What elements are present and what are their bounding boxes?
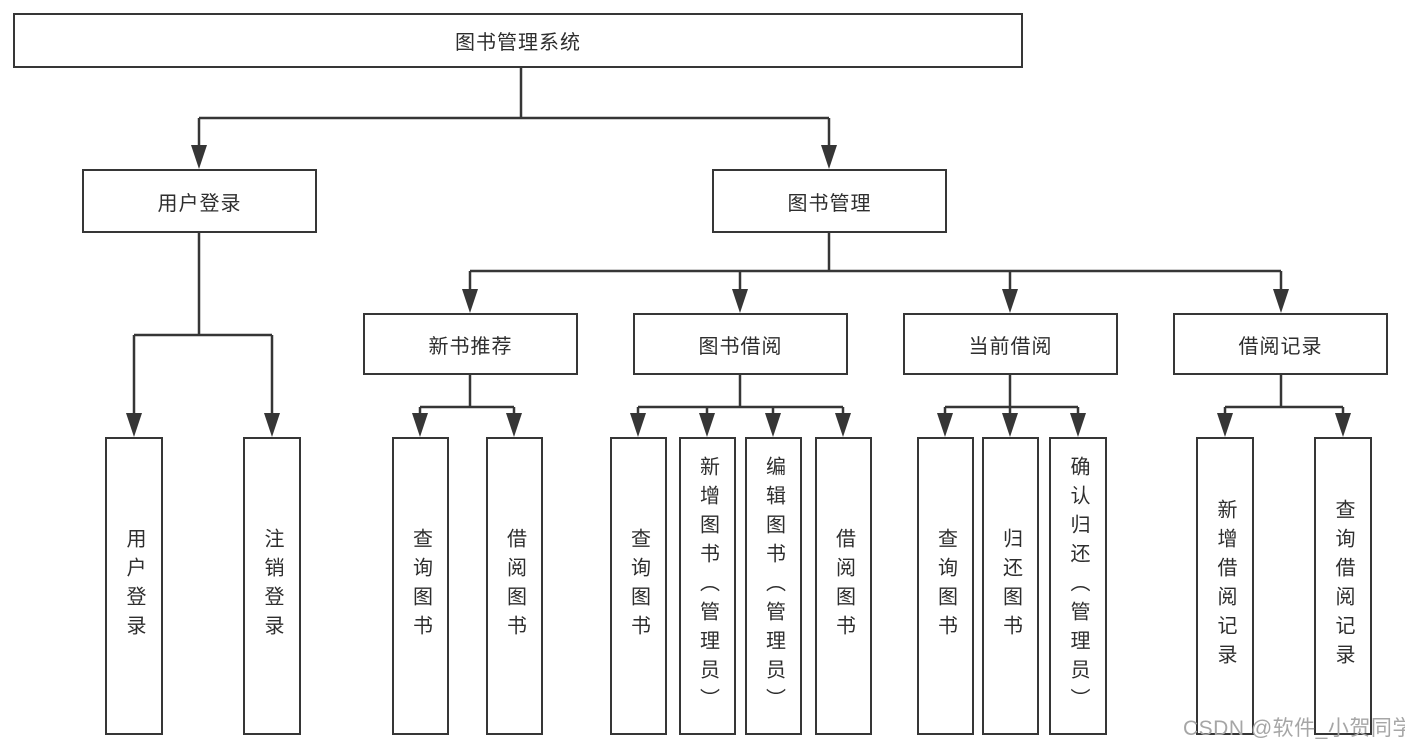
node-user-login: 用户登录	[82, 169, 317, 233]
leaf-logout: 注销登录	[243, 437, 301, 735]
leaf-borrow-books-1: 借阅图书	[486, 437, 543, 735]
leaf-borrow-books-2: 借阅图书	[815, 437, 872, 735]
leaf-query-books-2: 查询图书	[610, 437, 667, 735]
node-current-borrow: 当前借阅	[903, 313, 1118, 375]
leaf-confirm-return-admin: 确认归还（管理员）	[1049, 437, 1107, 735]
leaf-query-borrow-record: 查询借阅记录	[1314, 437, 1372, 735]
leaf-confirm-return-admin-label: 确认归还（管理员）	[1067, 455, 1089, 717]
leaf-query-books-3: 查询图书	[917, 437, 974, 735]
leaf-borrow-books-1-label: 借阅图书	[503, 528, 526, 644]
connector-borrowrecords-to-leaves	[1217, 375, 1351, 437]
leaf-add-borrow-record: 新增借阅记录	[1196, 437, 1254, 735]
leaf-edit-book-admin: 编辑图书（管理员）	[745, 437, 802, 735]
leaf-user-login-label: 用户登录	[123, 528, 145, 644]
leaf-user-login: 用户登录	[105, 437, 163, 735]
connector-currentborrow-to-leaves	[937, 375, 1086, 437]
leaf-add-borrow-record-label: 新增借阅记录	[1214, 499, 1236, 673]
leaf-add-book-admin-label: 新增图书（管理员）	[696, 455, 719, 717]
node-book-management: 图书管理	[712, 169, 947, 233]
leaf-return-books: 归还图书	[982, 437, 1039, 735]
node-new-book-recommend: 新书推荐	[363, 313, 578, 375]
leaf-add-book-admin: 新增图书（管理员）	[679, 437, 736, 735]
connector-newbooks-to-leaves	[412, 375, 522, 437]
leaf-edit-book-admin-label: 编辑图书（管理员）	[762, 455, 785, 717]
leaf-query-books-1: 查询图书	[392, 437, 449, 735]
leaf-query-borrow-record-label: 查询借阅记录	[1332, 499, 1354, 673]
leaf-query-books-2-label: 查询图书	[627, 528, 650, 644]
leaf-query-books-1-label: 查询图书	[409, 528, 432, 644]
csdn-watermark: CSDN @软件_小贺同学	[1183, 717, 1405, 740]
leaf-logout-label: 注销登录	[261, 528, 283, 644]
connector-userlogin-to-leaves	[126, 233, 280, 437]
leaf-return-books-label: 归还图书	[999, 528, 1022, 644]
leaf-borrow-books-2-label: 借阅图书	[832, 528, 855, 644]
connector-bookmgmt-to-level3	[462, 233, 1289, 313]
connector-bookborrow-to-leaves	[630, 375, 851, 437]
leaf-query-books-3-label: 查询图书	[934, 528, 957, 644]
node-library-management-system: 图书管理系统	[13, 13, 1023, 68]
node-borrow-records: 借阅记录	[1173, 313, 1388, 375]
node-book-borrow: 图书借阅	[633, 313, 848, 375]
connector-root-to-level2	[191, 68, 837, 169]
